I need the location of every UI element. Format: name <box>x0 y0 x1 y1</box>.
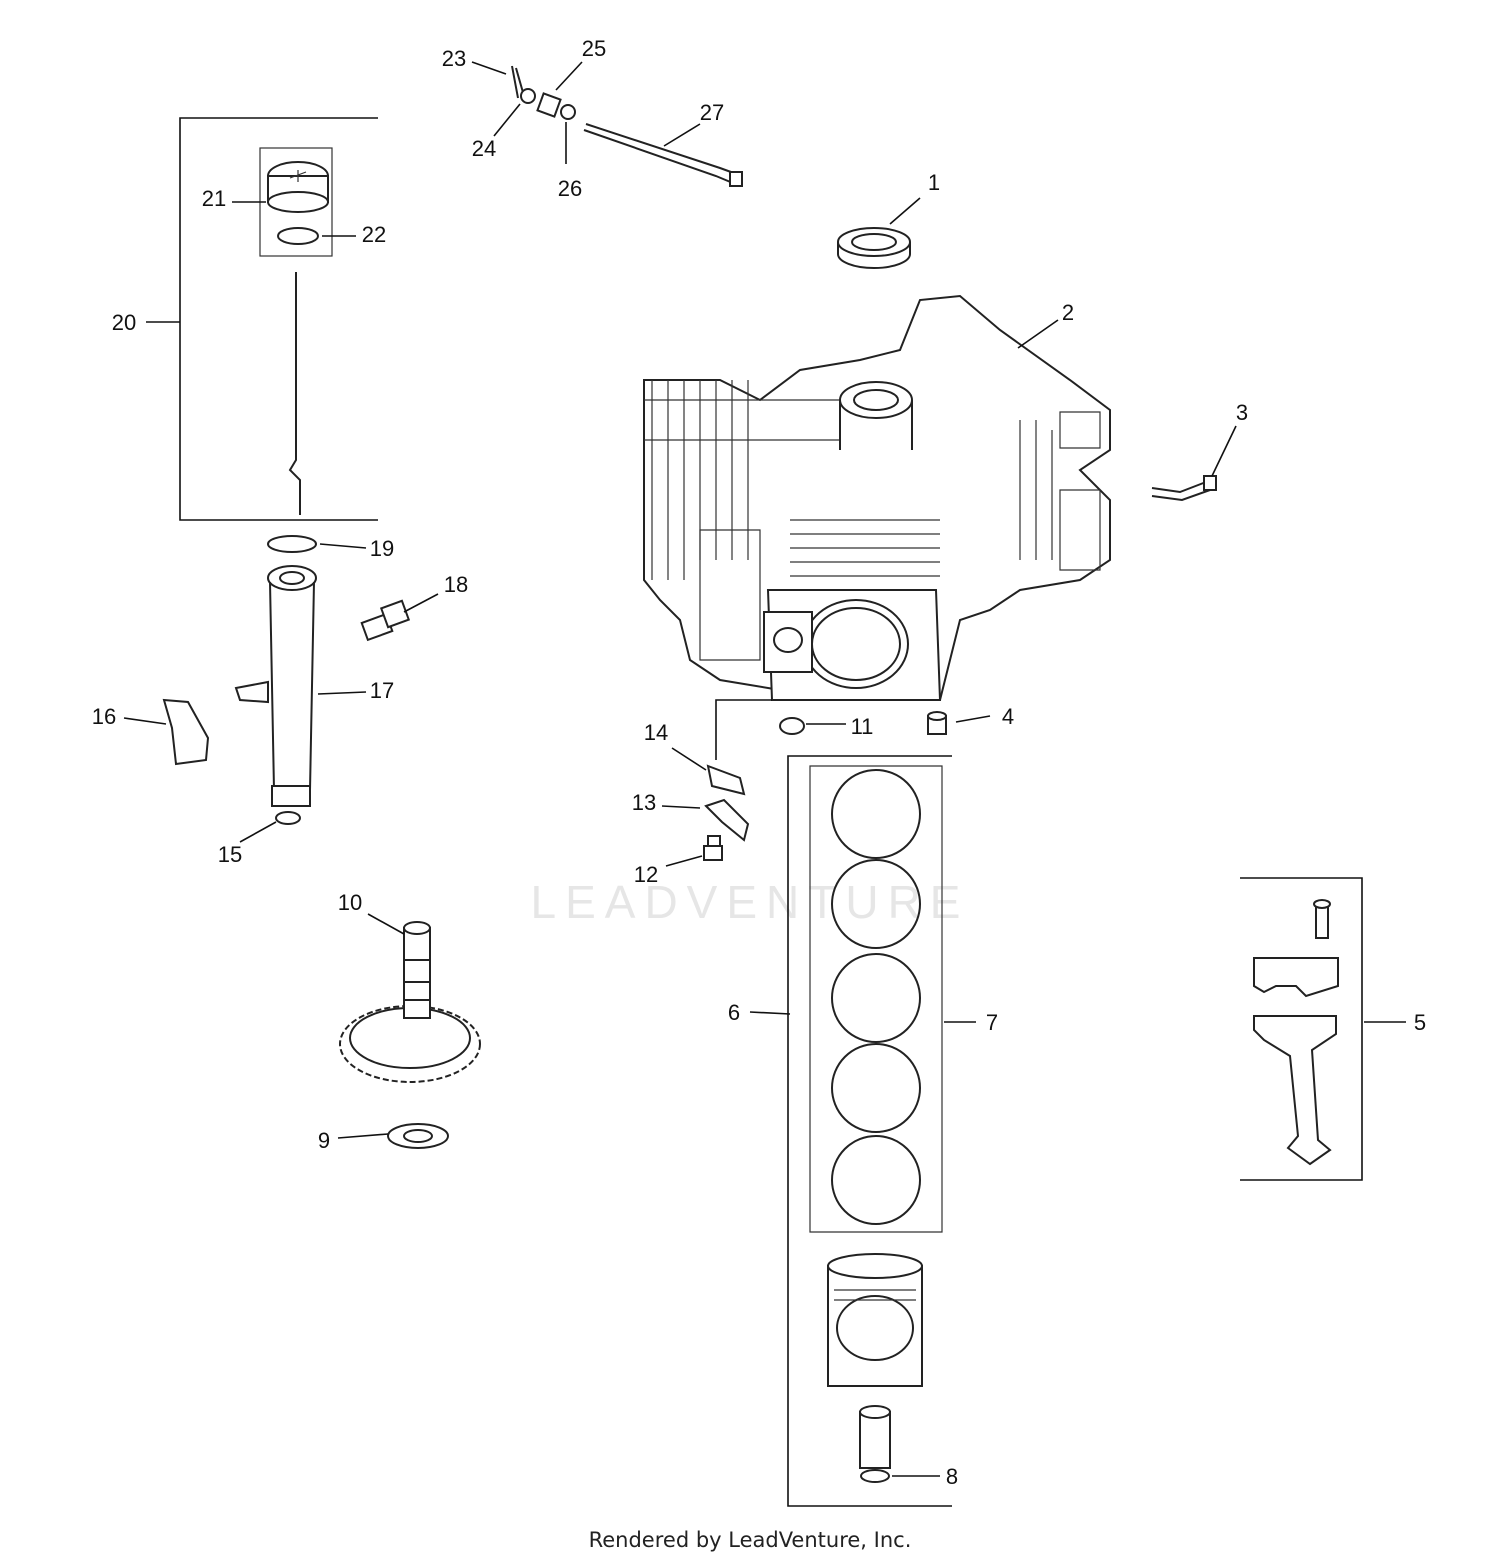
footer-credit: Rendered by LeadVenture, Inc. <box>588 1528 912 1552</box>
plug <box>779 717 805 735</box>
callout-14: 14 <box>644 720 668 745</box>
oil-seal <box>837 227 911 269</box>
linkage-parts <box>511 65 743 187</box>
oil-fitting <box>360 599 411 642</box>
breather-hose <box>1151 481 1211 502</box>
callout-24: 24 <box>472 136 496 161</box>
callout-9: 9 <box>318 1128 330 1153</box>
crankcase-block <box>643 294 1111 701</box>
connecting-rod <box>1240 877 1363 1181</box>
dowel-pin <box>927 711 947 735</box>
callout-16: 16 <box>92 704 116 729</box>
callout-17: 17 <box>370 678 394 703</box>
callout-27: 27 <box>700 100 724 125</box>
callout-26: 26 <box>558 176 582 201</box>
oil-fill-tube <box>234 535 317 825</box>
callout-12: 12 <box>634 862 658 887</box>
callout-22: 22 <box>362 222 386 247</box>
callout-labels: 1 2 3 4 5 6 7 8 9 10 11 12 13 14 15 16 1… <box>92 36 1426 1489</box>
piston-ring-group <box>787 755 952 1507</box>
camshaft-gear <box>339 921 481 1083</box>
callout-4: 4 <box>1002 704 1014 729</box>
callout-25: 25 <box>582 36 606 61</box>
callout-18: 18 <box>444 572 468 597</box>
dipstick-assembly <box>179 117 378 521</box>
callout-20: 20 <box>112 310 136 335</box>
oil-sensor-tab <box>706 764 746 796</box>
callout-21: 21 <box>202 186 226 211</box>
callout-3: 3 <box>1236 400 1248 425</box>
callout-7: 7 <box>986 1010 998 1035</box>
callout-13: 13 <box>632 790 656 815</box>
callout-5: 5 <box>1414 1010 1426 1035</box>
callout-1: 1 <box>928 170 940 195</box>
callout-10: 10 <box>338 890 362 915</box>
callout-8: 8 <box>946 1464 958 1489</box>
oil-sensor-bracket <box>704 798 750 842</box>
thrust-washer <box>387 1123 449 1149</box>
callout-6: 6 <box>728 1000 740 1025</box>
callout-23: 23 <box>442 46 466 71</box>
callout-15: 15 <box>218 842 242 867</box>
callout-19: 19 <box>370 536 394 561</box>
callout-11: 11 <box>851 714 874 739</box>
leader-lines <box>123 61 1406 1477</box>
hose-end <box>1203 475 1217 491</box>
callout-2: 2 <box>1062 300 1074 325</box>
oil-sensor-screw <box>703 835 723 861</box>
watermark: LEADVENTURE <box>531 876 970 928</box>
bracket <box>162 698 210 766</box>
